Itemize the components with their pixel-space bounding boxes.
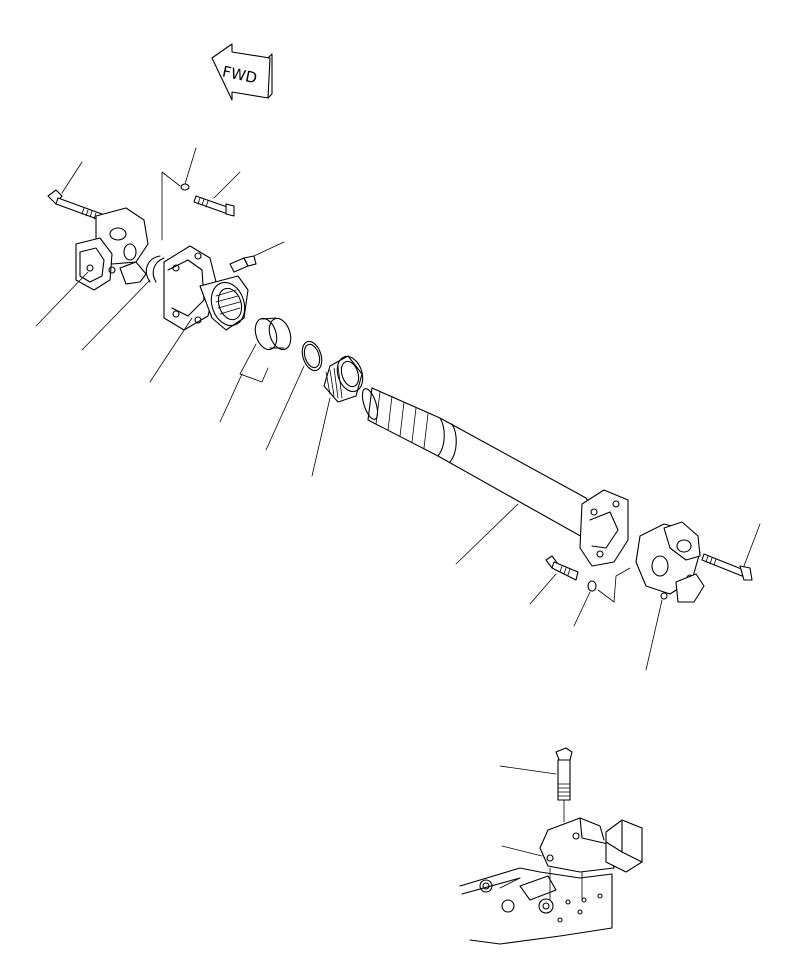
leader-line [35, 271, 89, 327]
forward-arrow-icon: FWD [211, 43, 273, 101]
leader-line [529, 573, 557, 605]
universal-joint-cross [635, 521, 705, 603]
spline-sleeve [323, 355, 364, 403]
leader-line [219, 373, 243, 423]
leader-line [455, 503, 519, 565]
bracket-plate [539, 817, 615, 873]
grease-fitting [229, 255, 257, 273]
leader-line [61, 161, 83, 194]
leader-line [239, 343, 269, 383]
drive-shaft [361, 387, 601, 539]
shaft-yoke [579, 489, 629, 567]
leader-line [213, 171, 241, 199]
bolt [193, 195, 235, 217]
universal-joint-cross [75, 207, 149, 291]
washer [180, 183, 190, 191]
leader-line [253, 241, 285, 257]
flange-yoke [163, 245, 249, 331]
leader-line [81, 279, 151, 351]
bolt [701, 553, 753, 581]
leader-line [501, 845, 543, 857]
o-ring [301, 340, 323, 372]
leader-line [499, 765, 557, 775]
mounting-bolt [555, 747, 573, 801]
snap-ring [145, 255, 165, 283]
leader-line [184, 147, 197, 185]
washer [587, 580, 597, 592]
leader-line [645, 599, 663, 671]
bolt [47, 189, 103, 221]
leader-line [149, 317, 193, 383]
bolt [545, 555, 579, 581]
leader-line [311, 397, 331, 477]
leader-line [573, 591, 591, 627]
mount-block [605, 819, 643, 873]
leader-line [265, 365, 305, 451]
base-plate [459, 867, 613, 945]
leader-line [743, 523, 761, 567]
seal [254, 317, 292, 351]
